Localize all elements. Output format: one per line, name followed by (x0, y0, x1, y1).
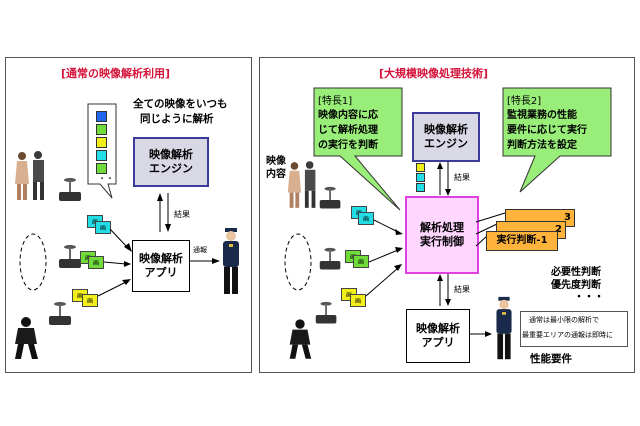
left-tile-cyan-2: 画 (95, 221, 111, 234)
queue-item-yellow (96, 137, 107, 148)
right-tile-green-2: 画 (353, 255, 369, 268)
left-notify-label: 通報 (193, 246, 207, 254)
left-result-label: 結果 (174, 210, 190, 219)
right-pedestrians-icon (287, 161, 316, 208)
control-line1: 解析処理 (420, 221, 464, 235)
left-tile-yellow-2: 画 (82, 294, 98, 307)
right-app-line2: アプリ (421, 336, 455, 349)
judge-line2: 優先度判断 (551, 280, 601, 291)
right-tile-cyan-2: 画 (358, 212, 374, 225)
left-tile-green-2: 画 (88, 256, 104, 269)
left-app-line1: 映像解析 (139, 252, 183, 266)
right-engine-line1: 映像解析 (424, 123, 468, 137)
left-police-officer-icon (223, 228, 239, 294)
right-engine-box: 映像解析 エンジン (412, 112, 480, 162)
feature2-head: [特長2] (507, 96, 542, 107)
right-camera-3-icon (315, 301, 337, 324)
right-queue-cyan (416, 173, 425, 182)
queue-item-green (96, 124, 107, 135)
feature2-line3: 判断方法を設定 (507, 140, 577, 151)
left-panel-title: [通常の映像解析利用] (60, 65, 172, 81)
right-app-line1: 映像解析 (416, 322, 460, 336)
note-line1: 通常は最小限の解析で (529, 316, 599, 324)
performance-note-box (520, 311, 628, 347)
left-camera-3-icon (49, 302, 71, 325)
left-camera-2-icon (59, 245, 81, 268)
judge-line1: 必要性判断 (551, 267, 601, 278)
left-engine-line2: エンジン (149, 162, 193, 175)
video-content-line1: 映像 (266, 156, 286, 167)
video-content-line2: 内容 (266, 169, 286, 180)
left-app-line2: アプリ (144, 266, 178, 279)
right-queue-cyan-2 (416, 183, 425, 192)
left-engine-box: 映像解析 エンジン (133, 137, 209, 187)
right-camera-2-icon (319, 247, 341, 270)
right-camera-1-icon (319, 186, 341, 209)
right-result-label-bottom: 結果 (454, 285, 470, 294)
judge-more: ・・・ (574, 292, 604, 303)
right-app-box: 映像解析 アプリ (406, 309, 470, 363)
left-engine-line1: 映像解析 (149, 148, 193, 162)
left-panel (5, 57, 252, 373)
queue-item-green-2 (96, 163, 107, 174)
feature1-head: [特長1] (318, 96, 353, 107)
feature1-line2: じて解析処理 (318, 125, 378, 136)
queue-more: ・・ (98, 174, 114, 183)
left-camera-1-icon (59, 178, 81, 201)
right-police-officer-icon (496, 296, 512, 360)
right-engine-line2: エンジン (424, 137, 468, 150)
feature1-line1: 映像内容に応 (318, 110, 378, 121)
performance-label: 性能要件 (530, 353, 572, 365)
left-caption-line2: 同じように解析 (140, 113, 214, 125)
right-panel-title: [大規模映像処理技術] (378, 65, 490, 81)
feature2-line1: 監視業務の性能 (507, 110, 577, 121)
control-line2: 実行制御 (420, 235, 464, 248)
queue-item-blue (96, 111, 107, 122)
queue-item-cyan (96, 150, 107, 161)
feature2-line2: 要件に応じて実行 (507, 125, 587, 136)
exec-card-1: 実行判断-1 (486, 231, 558, 251)
left-app-box: 映像解析 アプリ (132, 240, 190, 292)
right-queue-yellow (416, 163, 425, 172)
right-tile-yellow-2: 画 (350, 294, 366, 307)
right-suspect-icon (289, 319, 312, 359)
note-line2: 最重要エリアの通報は即時に (522, 331, 613, 339)
left-caption-line1: 全ての映像をいつも (133, 98, 228, 110)
left-pedestrians-icon (15, 151, 44, 200)
control-box: 解析処理 実行制御 (405, 196, 479, 274)
feature1-line3: の実行を判断 (318, 140, 378, 151)
right-result-label-top: 結果 (454, 173, 470, 182)
left-suspect-icon (15, 317, 38, 359)
